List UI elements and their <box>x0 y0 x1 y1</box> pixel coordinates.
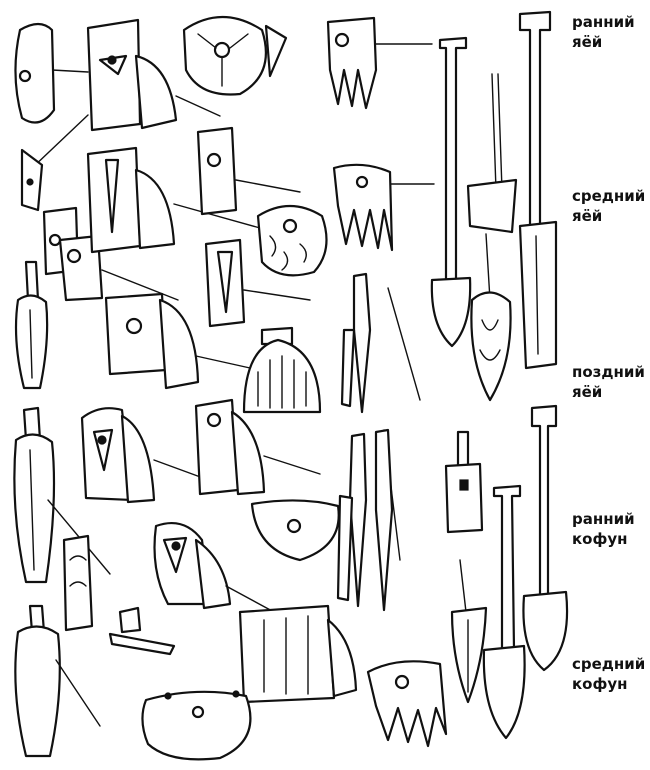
heart-hoe-blade <box>250 499 340 562</box>
rake-2 <box>332 163 435 252</box>
round-hoe-blade <box>182 15 288 96</box>
hafted-blade-3 <box>14 604 101 758</box>
bell-hoe-blade <box>242 326 322 414</box>
oval-hoe-blade <box>141 690 252 761</box>
period-label-middle-kofun-2: кофун <box>572 675 628 693</box>
hafted-blade-2 <box>13 406 111 584</box>
hoe-blade-9 <box>204 238 311 328</box>
period-label-late-yayoi-2: яёй <box>572 383 603 401</box>
spade-6 <box>482 484 526 740</box>
long-shovel-1 <box>518 10 558 370</box>
period-label-middle-yayoi-1: средний <box>572 187 646 205</box>
period-label-middle-yayoi-2: яёй <box>572 207 603 225</box>
period-label-late-yayoi-1: поздний <box>572 363 645 381</box>
long-shovel-2 <box>522 404 569 672</box>
socketed-blade <box>62 534 94 632</box>
rake-1 <box>326 16 433 110</box>
spade-5 <box>450 559 488 704</box>
hoe-blade-8 <box>196 126 301 216</box>
hoe-blade-10 <box>194 398 321 496</box>
hafted-blade-1 <box>14 260 49 390</box>
period-label-middle-kofun-1: средний <box>572 655 646 673</box>
rake-3 <box>366 660 448 748</box>
period-label-early-yayoi-2: яёй <box>572 33 603 51</box>
rectangular-hoe-blade <box>238 604 358 704</box>
textured-hoe-blade <box>256 205 328 277</box>
period-label-early-yayoi-1: ранний <box>572 13 635 31</box>
hoe-blade-7 <box>153 522 275 613</box>
fork-2 <box>336 428 401 612</box>
spade-2 <box>466 73 518 234</box>
hoe-blade-1 <box>14 22 89 124</box>
hoe-blade-6 <box>80 407 215 504</box>
spade-4 <box>444 430 484 534</box>
small-hafted-tool <box>108 606 176 656</box>
spade-1 <box>430 36 472 348</box>
fork-1 <box>340 272 421 414</box>
hoe-blade-3 <box>86 18 221 132</box>
period-label-early-kofun-1: ранний <box>572 510 635 528</box>
spade-3 <box>470 233 512 402</box>
hoe-blade-5 <box>104 292 251 390</box>
period-label-early-kofun-2: кофун <box>572 530 628 548</box>
hoe-blade-2 <box>42 206 179 302</box>
axe-1 <box>20 114 89 212</box>
hoe-blade-4 <box>86 146 261 254</box>
